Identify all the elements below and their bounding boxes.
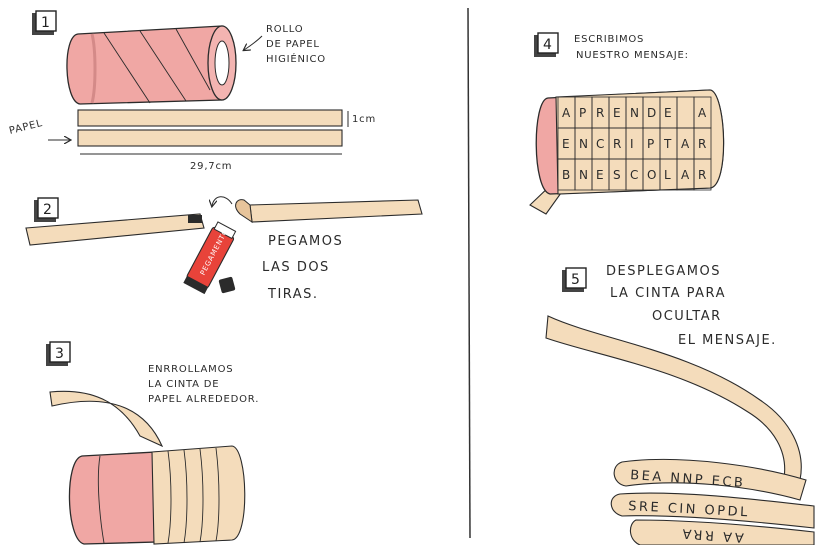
step-5: 5 DESPLEGAMOS LA CINTA PARA OCULTAR EL M… — [545, 264, 815, 545]
paper-strip-top — [77, 109, 343, 127]
grid-letter: O — [647, 168, 656, 182]
paper-tail — [49, 390, 164, 448]
grid-letter: P — [647, 137, 654, 151]
grid-letter: A — [681, 137, 690, 151]
grid-letter: A — [698, 106, 707, 120]
grid-letter: S — [613, 168, 621, 182]
grid-letter: N — [630, 106, 639, 120]
fold-arrow — [212, 196, 233, 206]
svg-text:5: 5 — [571, 272, 580, 288]
ribbon-loop-3 — [629, 519, 815, 545]
grid-letter: B — [562, 168, 570, 182]
ribbon-loop-2 — [610, 492, 815, 529]
ribbon-loop-1 — [613, 458, 807, 501]
step-3-badge: 3 — [46, 341, 71, 366]
step-4-line-2: NUESTRO MENSAJE: — [576, 50, 689, 61]
panel-divider — [467, 7, 471, 539]
step-5-badge: 5 — [562, 267, 587, 292]
grid-letter: L — [664, 168, 671, 182]
grid-letter: R — [698, 168, 706, 182]
grid-letter: A — [681, 168, 690, 182]
ribbon-text-2: SRE CIN OPDL — [628, 499, 750, 520]
grid-letter: D — [647, 106, 656, 120]
grid-letter: R — [698, 137, 706, 151]
step-3-line-3: PAPEL ALREDEDOR. — [148, 394, 259, 405]
grid-letter: C — [596, 137, 604, 151]
svg-text:2: 2 — [43, 202, 52, 218]
grid-letter: E — [596, 168, 604, 182]
paper-strip-left — [25, 213, 205, 246]
roll-label-line-1: ROLLO — [266, 24, 303, 35]
paper-label: PAPEL — [8, 118, 44, 137]
step-5-line-1: DESPLEGAMOS — [606, 264, 721, 279]
grid-letter: E — [664, 106, 672, 120]
grid-letter: R — [613, 137, 621, 151]
step-2-line-3: TIRAS. — [267, 287, 319, 302]
step-2: 2 PEGAMENTO PEGAMOS LAS DOS TIRAS. — [25, 196, 423, 302]
ribbon-text-3: AA RRA — [680, 525, 745, 544]
paper-strip-bottom — [77, 129, 343, 147]
grid-letter: P — [579, 106, 586, 120]
svg-text:1: 1 — [41, 15, 50, 31]
step-4-line-1: ESCRIBIMOS — [574, 34, 644, 45]
svg-text:3: 3 — [55, 346, 64, 362]
step-2-badge: 2 — [34, 197, 59, 222]
grid-letter: T — [663, 137, 672, 151]
grid-letter: N — [579, 137, 588, 151]
grid-letter: N — [579, 168, 588, 182]
grid-letter: E — [613, 106, 621, 120]
step-4-badge: 4 — [534, 32, 559, 57]
step-3-line-1: ENRROLLAMOS — [148, 364, 233, 375]
roll-label-line-3: HIGIÉNICO — [266, 52, 326, 65]
roll-label-arrow — [244, 35, 263, 50]
step-5-line-2: LA CINTA PARA — [610, 286, 726, 301]
grid-letter: A — [562, 106, 571, 120]
step-1: 1 ROLLO DE PAPEL HIGIÉNICO 1cm PAPEL 29,… — [8, 10, 376, 172]
glue-cap — [218, 276, 236, 294]
step-2-line-1: PEGAMOS — [268, 234, 343, 249]
grid-cell — [693, 158, 712, 191]
roll-label-line-2: DE PAPEL — [266, 39, 320, 50]
step-1-badge: 1 — [32, 10, 57, 35]
width-label: 29,7cm — [190, 161, 232, 172]
grid-letter: I — [630, 137, 634, 151]
grid-letter: E — [562, 137, 570, 151]
paper-strip-right — [249, 199, 423, 223]
step-5-line-4: EL MENSAJE. — [678, 333, 777, 348]
step-2-line-2: LAS DOS — [262, 260, 330, 275]
step-3-line-2: LA CINTA DE — [148, 379, 219, 390]
svg-text:4: 4 — [543, 37, 552, 53]
height-label: 1cm — [352, 114, 376, 125]
grid-letter: R — [596, 106, 604, 120]
step-3: 3 ENRROLLAMOS LA CINTA DE PAPEL ALREDEDO… — [46, 341, 259, 545]
grid-letter: C — [630, 168, 638, 182]
toilet-paper-roll — [66, 25, 237, 105]
step-5-line-3: OCULTAR — [652, 309, 722, 324]
